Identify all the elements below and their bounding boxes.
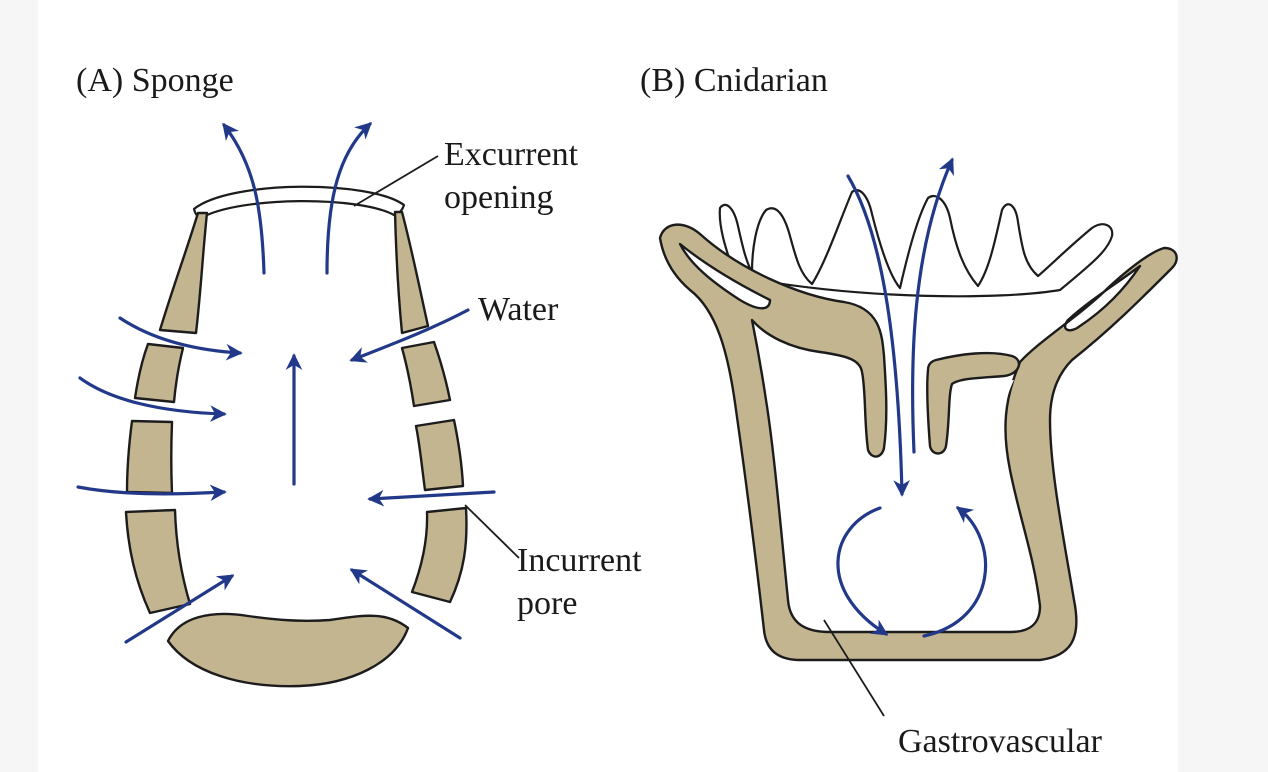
- excurrent-leader-line: [354, 156, 438, 206]
- sponge-wall-segment: [395, 212, 428, 333]
- tentacles: [720, 190, 1113, 296]
- panel-a-title: (A) Sponge: [76, 62, 234, 99]
- sponge-wall-segment: [126, 510, 190, 613]
- excurrent-opening-label: Excurrent: [444, 136, 579, 173]
- sponge-wall-segment: [416, 420, 463, 490]
- incurrent-leader-line: [465, 505, 519, 558]
- sponge-wall-segment: [127, 421, 172, 493]
- incurrent-arrow: [370, 492, 494, 499]
- sponge-wall-segment: [135, 344, 183, 402]
- excurrent-opening-label-line2: opening: [444, 179, 554, 216]
- gastrovascular-label: Gastrovascular: [898, 723, 1103, 760]
- sponge-wall-segment: [160, 213, 207, 333]
- panel-b-title: (B) Cnidarian: [640, 62, 828, 99]
- sponge-wall-segment: [402, 342, 450, 406]
- sponge-wall-segment: [412, 508, 466, 602]
- sponge-base: [168, 614, 408, 686]
- incurrent-pore-label-line2: pore: [517, 585, 577, 622]
- water-label: Water: [478, 291, 559, 328]
- excurrent-opening-rim: [194, 187, 404, 218]
- incurrent-pore-label: Incurrent: [517, 542, 642, 579]
